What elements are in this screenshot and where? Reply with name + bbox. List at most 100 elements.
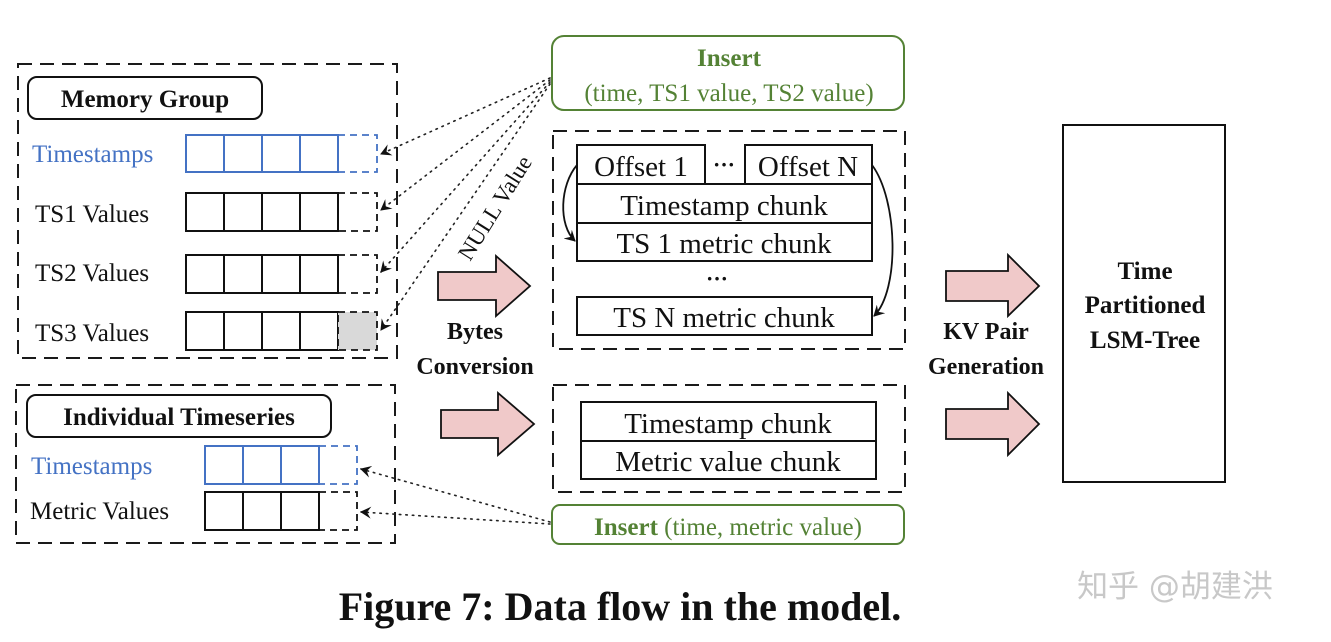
memory-group-title: Memory Group — [61, 86, 229, 113]
connector-to-ts3-null — [380, 83, 551, 331]
individual-row-label-metric-values: Metric Values — [30, 498, 169, 525]
memory-ts2-buffer — [185, 254, 378, 294]
buffer-cell — [185, 254, 225, 294]
buffer-cell — [185, 134, 225, 173]
buffer-cell — [280, 445, 320, 485]
memory-group-border — [17, 63, 398, 359]
metric-value-chunk-box — [580, 440, 877, 480]
connector-to-individual-metric — [360, 506, 551, 525]
bytes-conversion-arrows: Bytes Conversion — [416, 254, 536, 457]
buffer-cell — [223, 134, 263, 173]
timestamp-chunk-box — [576, 183, 873, 224]
chunk-ellipsis: ··· — [706, 266, 728, 291]
buffer-cell — [280, 491, 320, 531]
group-chunk-border — [552, 130, 906, 350]
buffer-cell — [223, 192, 263, 232]
pending-cell — [337, 254, 378, 294]
bytes-conversion-arrow-top — [437, 254, 532, 318]
connector-to-timestamps — [380, 77, 551, 156]
memory-group-title-box — [27, 76, 263, 120]
buffer-cell — [261, 192, 301, 232]
group-chunk-panel: Offset 1 ··· Offset N Timestamp chunk TS… — [552, 130, 906, 350]
offset-first: Offset 1 — [594, 151, 688, 183]
memory-row-label-ts2: TS2 Values — [35, 260, 149, 287]
pending-cell — [337, 134, 378, 173]
connector-to-ts1 — [380, 79, 551, 211]
buffer-cell — [299, 254, 339, 294]
offset-last: Offset N — [758, 151, 858, 183]
lsm-tree-line-3: LSM-Tree — [1090, 327, 1200, 354]
buffer-cell — [185, 192, 225, 232]
buffer-cell — [261, 254, 301, 294]
kv-generation-label-1: KV Pair — [943, 319, 1029, 345]
individual-row-label-timestamps: Timestamps — [31, 453, 152, 480]
memory-row-label-ts1: TS1 Values — [35, 201, 149, 228]
insert-group-title: Insert — [697, 45, 762, 72]
lsm-tree-line-1: Time — [1117, 258, 1172, 285]
individual-metric-buffer — [204, 491, 358, 531]
individual-timestamps-buffer — [204, 445, 358, 485]
buffer-cell — [261, 311, 301, 351]
buffer-cell — [242, 445, 282, 485]
connector-to-individual-timestamps — [360, 465, 551, 523]
insert-single-connectors — [360, 465, 551, 525]
offset-ellipsis: ··· — [713, 152, 735, 177]
individual-timeseries-panel: Individual Timeseries Timestamps Metric … — [15, 384, 396, 544]
single-timestamp-chunk: Timestamp chunk — [624, 408, 832, 440]
bytes-conversion-label-1: Bytes — [447, 319, 503, 345]
single-chunk-panel: Timestamp chunk Metric value chunk — [552, 384, 906, 493]
pending-cell — [318, 491, 358, 531]
bytes-conversion-arrow-bottom — [440, 391, 536, 457]
insert-single-border — [551, 504, 905, 545]
buffer-cell — [299, 311, 339, 351]
memory-ts1-buffer — [185, 192, 378, 232]
buffer-cell — [204, 491, 244, 531]
bytes-conversion-label-2: Conversion — [416, 354, 533, 380]
buffer-cell — [204, 445, 244, 485]
insert-single-text: Insert (time, metric value) — [594, 514, 862, 541]
pending-cell — [337, 192, 378, 232]
single-chunk-border — [552, 384, 906, 493]
kv-generation-arrows: KV Pair Generation — [928, 252, 1044, 458]
buffer-cell — [261, 134, 301, 173]
ts1-metric-chunk: TS 1 metric chunk — [616, 228, 832, 260]
metric-value-chunk: Metric value chunk — [615, 446, 841, 478]
insert-group-connectors — [380, 77, 551, 331]
insert-single-title: Insert — [594, 514, 659, 541]
buffer-cell — [299, 134, 339, 173]
individual-timeseries-title-box — [26, 394, 332, 438]
buffer-cell — [223, 254, 263, 294]
timestamp-chunk: Timestamp chunk — [620, 190, 828, 222]
buffer-cell — [223, 311, 263, 351]
memory-timestamps-buffer — [185, 134, 378, 173]
memory-row-label-timestamps: Timestamps — [32, 141, 153, 168]
watermark: 知乎 @胡建洪 — [1077, 569, 1273, 605]
insert-group-border — [551, 35, 905, 111]
individual-timeseries-title: Individual Timeseries — [63, 404, 295, 431]
insert-group-args: (time, TS1 value, TS2 value) — [584, 80, 873, 107]
kv-generation-label-2: Generation — [928, 354, 1044, 380]
lsm-tree-line-2: Partitioned — [1085, 292, 1206, 319]
kv-arrow-bottom — [945, 390, 1041, 458]
tsn-metric-chunk-box — [576, 296, 873, 336]
insert-group-box: Insert (time, TS1 value, TS2 value) — [551, 35, 905, 111]
lsm-tree-box: Time Partitioned LSM-Tree — [1062, 124, 1226, 483]
single-timestamp-chunk-box — [580, 401, 877, 442]
memory-ts3-buffer — [185, 311, 378, 351]
memory-row-label-ts3: TS3 Values — [35, 320, 149, 347]
offset-first-box — [576, 144, 706, 185]
memory-group-panel: Memory Group Timestamps TS1 Values TS2 V… — [17, 63, 398, 359]
figure-caption: Figure 7: Data flow in the model. — [339, 584, 902, 629]
insert-single-box: Insert (time, metric value) — [551, 504, 905, 545]
buffer-cell — [242, 491, 282, 531]
offset-n-pointer-icon — [871, 164, 894, 317]
lsm-tree-border — [1062, 124, 1226, 483]
buffer-cell — [185, 311, 225, 351]
buffer-cell — [299, 192, 339, 232]
insert-single-args: (time, metric value) — [658, 514, 862, 541]
tsn-metric-chunk: TS N metric chunk — [613, 302, 835, 334]
offset-1-pointer-icon — [562, 164, 578, 242]
null-cell — [337, 311, 378, 351]
pending-cell — [318, 445, 358, 485]
